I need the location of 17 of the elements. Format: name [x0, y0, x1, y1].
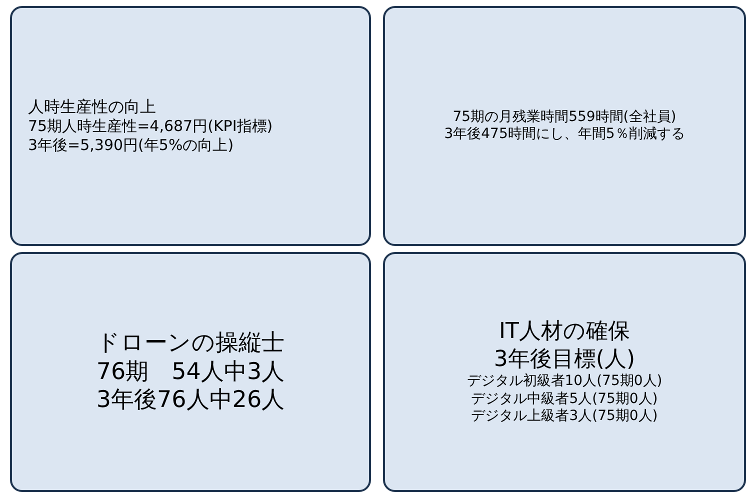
- rounded-box: [383, 252, 746, 492]
- heading-text: IT人材の確保: [499, 318, 630, 346]
- heading-text: 人時生産性の向上: [28, 97, 156, 118]
- body-text: 75期人時生産性=4,687円(KPI指標): [28, 117, 273, 136]
- body-text: 3年後76人中26人: [96, 386, 285, 416]
- body-text: 3年後=5,390円(年5%の向上): [28, 136, 234, 155]
- rounded-box: [383, 6, 746, 246]
- subheading-text: 3年後目標(人): [494, 346, 636, 373]
- heading-text: ドローンの操縦士: [96, 328, 284, 358]
- body-text: デジタル上級者3人(75期0人): [471, 408, 658, 426]
- body-text: デジタル初級者10人(75期0人): [466, 373, 662, 391]
- rounded-box: [10, 252, 371, 492]
- body-text: 76期 54人中3人: [96, 358, 285, 386]
- rounded-box: [10, 6, 371, 246]
- body-text: 3年後475時間にし、年間5％削減する: [444, 126, 685, 144]
- body-text: デジタル中級者5人(75期0人): [471, 390, 658, 408]
- body-text: 75期の月残業時間559時間(全社員): [452, 108, 676, 126]
